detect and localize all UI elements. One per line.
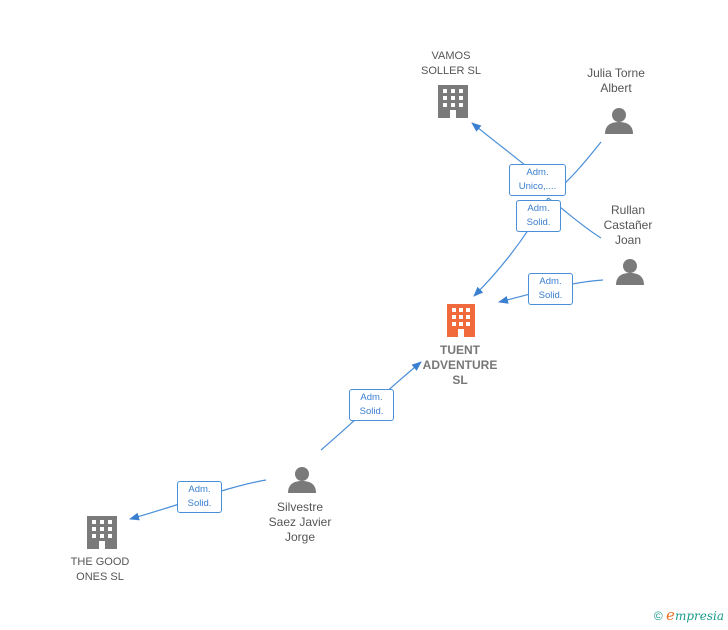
vamos-building-icon[interactable] <box>438 85 468 118</box>
vamos-label[interactable]: VAMOS SOLLER SL <box>421 50 481 77</box>
edge-label-silvestre-tuent[interactable]: Adm. Solid. <box>349 389 394 421</box>
tuent-building-icon[interactable] <box>447 304 475 337</box>
edge-label-silvestre-goodones[interactable]: Adm. Solid. <box>177 481 222 513</box>
brand-logo-initial: e <box>666 606 675 624</box>
julia-person-icon[interactable] <box>605 108 633 134</box>
tuent-label[interactable]: TUENT ADVENTURE SL <box>422 343 498 387</box>
rullan-label[interactable]: Rullan Castañer Joan <box>603 203 653 247</box>
edge-label-rullan-tuent[interactable]: Adm. Solid. <box>528 273 573 305</box>
rullan-person-icon[interactable] <box>616 259 644 285</box>
goodones-label[interactable]: THE GOOD ONES SL <box>70 556 130 583</box>
brand-footer: © empresia <box>654 606 724 624</box>
silvestre-label[interactable]: Silvestre Saez Javier Jorge <box>268 500 332 544</box>
brand-logo-text: mpresia <box>674 609 724 623</box>
goodones-building-icon[interactable] <box>87 516 117 549</box>
silvestre-person-icon[interactable] <box>288 467 316 493</box>
edge-label-julia-vamos[interactable]: Adm. Unico,.... <box>509 164 566 196</box>
edge-label-rullan-vamos[interactable]: Adm. Solid. <box>516 200 561 232</box>
julia-label[interactable]: Julia Torne Albert <box>587 66 645 95</box>
copyright-icon: © <box>653 609 663 623</box>
